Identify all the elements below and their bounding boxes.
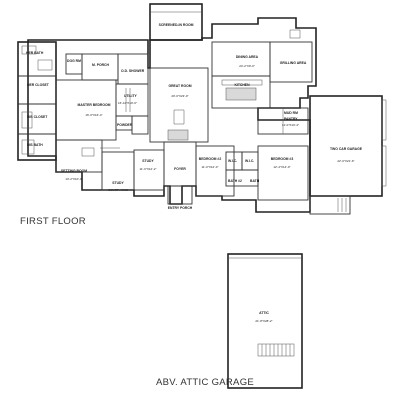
label-screened-room: SCREENED-IN ROOM xyxy=(159,23,194,27)
dim-study-2: COURT / WKS xyxy=(108,188,128,192)
label-kitchen: KITCHEN xyxy=(234,83,250,87)
dim-master-bedroom: 16'-0"X16'-4" xyxy=(85,113,102,117)
label-two-car-garage: TWO CAR GARAGE xyxy=(330,147,363,151)
label-master-bedroom: MASTER BEDROOM xyxy=(78,103,111,107)
label-mud-room: MUD RM xyxy=(284,111,298,115)
label-her-bath: HER BATH xyxy=(26,51,44,55)
label-wic-2: W.I.C. xyxy=(245,159,254,163)
label-wic-1: W.I.C. xyxy=(228,159,237,163)
label-foyer: FOYER xyxy=(174,167,186,171)
caption-attic-garage: ABV. ATTIC GARAGE xyxy=(156,377,254,388)
dim-two-car-garage: 22'-0"X21'-6" xyxy=(337,159,354,163)
label-his-bath: HIS BATH xyxy=(27,143,43,147)
label-bath-2: BATH #2 xyxy=(228,179,242,183)
dim-bedroom-2: 11'-0"X12'-0" xyxy=(201,165,218,169)
label-bath-3: BATH xyxy=(250,179,260,183)
label-bedroom-3: BEDROOM #3 xyxy=(271,157,294,161)
dim-dining-area: 24'-2"X9'-0" xyxy=(239,64,255,68)
label-pantry: PANTRY xyxy=(284,117,298,121)
label-his-closet: HIS CLOSET xyxy=(27,115,48,119)
first-floor-plan xyxy=(17,3,387,215)
attic-garage-plan xyxy=(227,253,303,389)
dim-bedroom-3: 12'-4"X14'-0" xyxy=(273,165,290,169)
dim-great-room: 20'-0"X23'-0" xyxy=(171,94,188,98)
dim-pantry: 11'-0"X10'-4" xyxy=(282,123,299,127)
label-od-shower: O.D. SHOWER xyxy=(121,69,145,73)
label-her-closet: HER CLOSET xyxy=(27,83,50,87)
label-utility: UTILITY xyxy=(124,94,138,98)
label-powder: POWDER xyxy=(117,123,133,127)
label-m-porch: M. PORCH xyxy=(92,63,110,67)
label-entry-porch: ENTRY PORCH xyxy=(168,206,193,210)
dim-study: 11'-0"X12'-2" xyxy=(139,167,156,171)
dim-setting-room: 13'-2"X10'-0" xyxy=(65,177,82,181)
dim-utility: 16'-10"X10'-0" xyxy=(118,101,137,105)
label-study: STUDY xyxy=(142,159,154,163)
label-dining-area: DINING AREA xyxy=(236,55,259,59)
caption-first-floor: FIRST FLOOR xyxy=(20,216,86,227)
label-dog-room: DOG RM xyxy=(67,59,81,63)
label-setting-room: SETTING ROOM xyxy=(61,169,87,173)
label-study-2: STUDY xyxy=(112,181,124,185)
label-grilling-area: GRILLING AREA xyxy=(280,61,307,65)
label-great-room: GREAT ROOM xyxy=(168,84,191,88)
label-bedroom-2: BEDROOM #2 xyxy=(199,157,222,161)
dim-attic: 21'-8"X28'-2" xyxy=(255,319,272,323)
label-attic: ATTIC xyxy=(259,311,269,315)
